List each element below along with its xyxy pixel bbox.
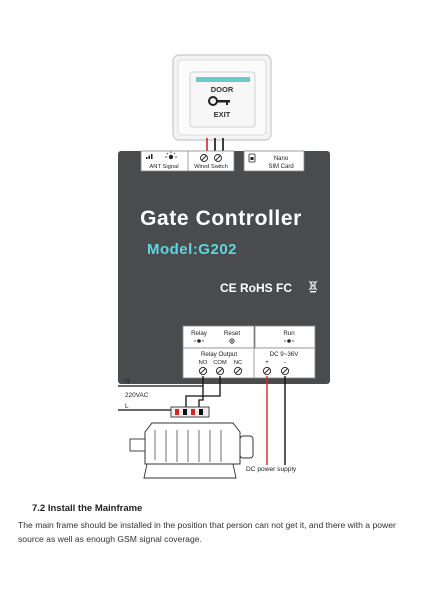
plus-label: + (265, 359, 269, 366)
terminal-screw-icon (200, 154, 208, 162)
terminal-screw-icon (214, 154, 222, 162)
terminal-plus-icon (262, 366, 272, 376)
l-label: L (125, 403, 129, 410)
dc-label: DC 9~36V (270, 351, 300, 358)
motor-icon (129, 406, 254, 479)
ant-signal-label: ANT Signal (149, 164, 178, 170)
cert-marks: CE RoHS FC (220, 281, 292, 295)
terminal-no-icon (198, 366, 208, 376)
led-icon (165, 151, 177, 160)
run-led-icon (284, 339, 294, 343)
wiring (118, 376, 286, 465)
exit-label: EXIT (214, 110, 231, 119)
relay-label: Relay (191, 330, 208, 337)
wiring-diagram: DOOR EXIT ANT Signal (118, 54, 330, 479)
run-label: Run (283, 330, 295, 337)
reset-label: Reset (224, 330, 240, 337)
device-model: Model:G202 (147, 241, 237, 258)
terminal-com-icon (215, 366, 225, 376)
wired-switch-label: Wired Switch (194, 164, 228, 170)
section-body: The main frame should be installed in th… (18, 520, 396, 544)
door-exit-button: DOOR EXIT (172, 54, 272, 141)
signal-bars-icon (146, 154, 153, 159)
key-icon (208, 96, 230, 106)
sim-card-icon (248, 153, 256, 163)
n-label: N (125, 378, 130, 385)
weee-icon (308, 280, 318, 293)
vac-label: 220VAC (125, 392, 149, 399)
relay-led-icon (194, 339, 204, 343)
reset-button-icon (229, 338, 235, 344)
com-label: COM (213, 360, 227, 366)
gate-controller-panel: ANT Signal Wired Switch Nano SIM Card Ga… (118, 150, 330, 384)
section-heading: 7.2 Install the Mainframe (32, 503, 143, 514)
relay-output-label: Relay Output (201, 351, 237, 358)
terminal-nc-icon (233, 366, 243, 376)
no-label: NO (199, 360, 208, 366)
minus-label: - (284, 359, 286, 366)
nano-label: Nano (274, 156, 289, 162)
door-label: DOOR (211, 85, 234, 94)
nc-label: NC (234, 360, 242, 366)
sim-card-label: SIM Card (268, 164, 293, 170)
terminal-minus-icon (280, 366, 290, 376)
dc-power-label: DC power supply (246, 466, 297, 473)
device-title: Gate Controller (140, 207, 302, 230)
